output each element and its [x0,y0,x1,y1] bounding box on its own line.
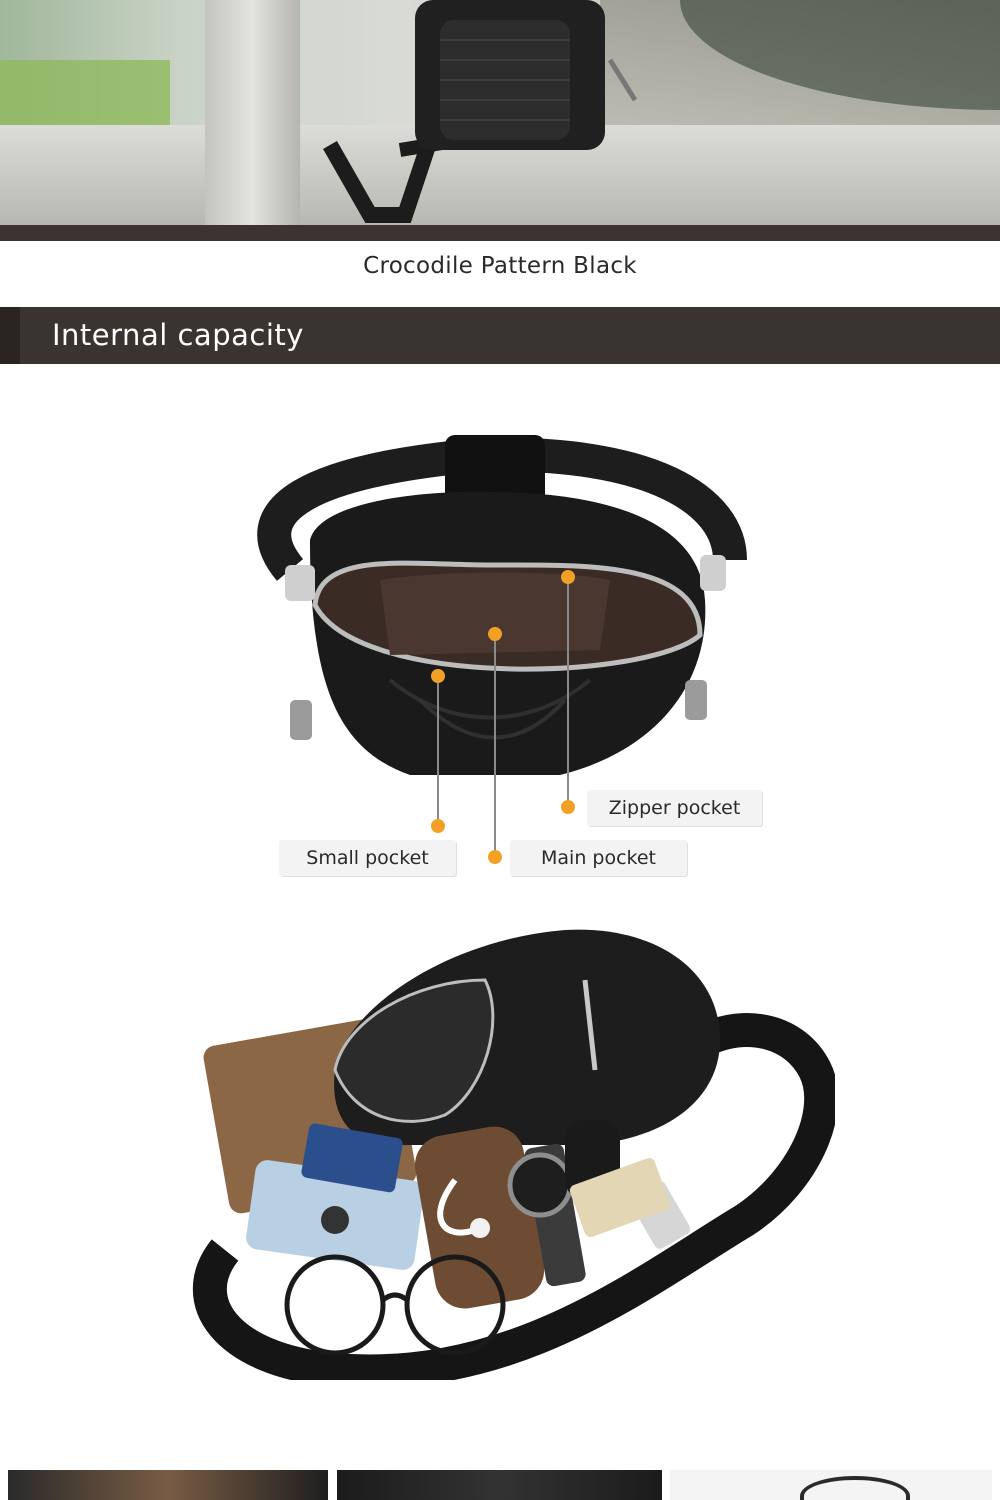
caption-area [0,241,1000,307]
zipper-pocket-marker-bottom [561,800,575,814]
hero-photo [0,0,1000,225]
small-pocket-marker-top [431,669,445,683]
section-title: Internal capacity [52,318,304,352]
main-pocket-marker-bottom [488,850,502,864]
zipper-pocket-leader-line [567,576,569,806]
small-pocket-marker-bottom [431,819,445,833]
product-color-caption: Crocodile Pattern Black [363,253,637,279]
open-bag-image [257,435,747,775]
section-header-accent [0,307,20,364]
main-pocket-leader-line [494,633,496,856]
thumbnail-3 [670,1470,992,1500]
zipper-pocket-label: Zipper pocket [587,790,762,826]
main-pocket-marker-top [488,627,502,641]
section-header [0,307,1000,364]
thumbnail-1 [8,1470,328,1500]
small-pocket-label: Small pocket [279,840,456,876]
small-pocket-leader-line [437,675,439,825]
zipper-pocket-marker-top [561,570,575,584]
thumbnail-2 [337,1470,662,1500]
bag-contents-image [192,929,835,1380]
sling-bag-image [323,0,638,223]
divider-band [0,225,1000,241]
main-pocket-label: Main pocket [510,840,687,876]
